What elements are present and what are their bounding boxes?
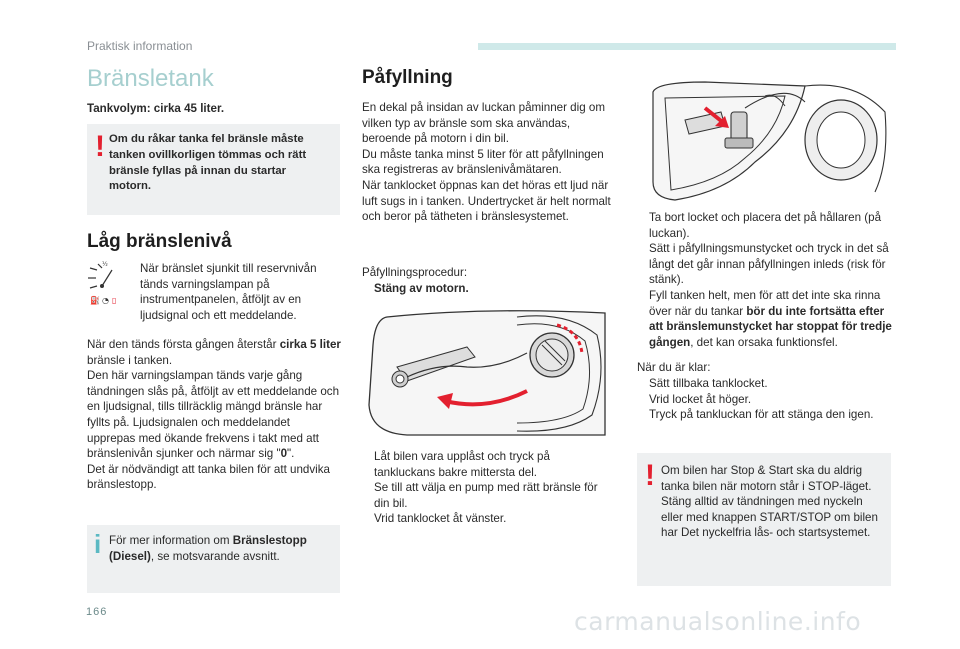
- stop-start-warning-box: ! Om bilen har Stop & Start ska du aldri…: [637, 453, 891, 586]
- warning-box: ! Om du råkar tanka fel bränsle måste ta…: [87, 124, 340, 215]
- svg-text:⛽: ⛽: [90, 295, 100, 305]
- info-text: För mer information om Bränslestopp (Die…: [109, 534, 307, 563]
- warning-text: Om du råkar tanka fel bränsle måste tank…: [109, 133, 307, 193]
- watermark: carmanualsonline.info: [574, 607, 862, 636]
- warning-icon: !: [645, 459, 655, 492]
- info-box: i För mer information om Bränslestopp (D…: [87, 525, 340, 593]
- svg-text:½: ½: [102, 261, 108, 268]
- page-number: 166: [86, 606, 108, 618]
- page-title: Bränsletank: [87, 65, 214, 92]
- list-item: Vrid locket åt höger.: [649, 392, 752, 406]
- refuel-steps: Ta bort locket och placera det på hållar…: [637, 210, 895, 350]
- procedure-stop: Stäng av motorn.: [362, 281, 614, 297]
- warning-icon: !: [95, 130, 105, 163]
- section-label: Praktisk information: [87, 39, 193, 53]
- fuel-gauge-icon: ½ ⛽ ◔ ▯: [88, 261, 116, 305]
- procedure-steps: Låt bilen vara upplåst och tryck på tank…: [362, 449, 614, 527]
- low-level-title: Låg bränslenivå: [87, 231, 232, 252]
- list-item: Vrid tanklocket åt vänster.: [374, 512, 507, 526]
- header-rule: [478, 43, 896, 50]
- fuel-cap-illustration: [652, 81, 887, 201]
- stop-start-warning-text: Om bilen har Stop & Start ska du aldrig …: [661, 464, 878, 540]
- low-level-intro: När bränslet sjunkit till reservnivån tä…: [140, 262, 317, 322]
- list-item: Sätt tillbaka tanklocket.: [649, 377, 768, 390]
- list-item: Fyll tanken helt, men för att det inte s…: [649, 288, 892, 349]
- list-item: Tryck på tankluckan för att stänga den i…: [649, 408, 874, 422]
- procedure-label: Påfyllningsprocedur:: [362, 266, 468, 279]
- list-item: Se till att välja en pump med rätt bräns…: [374, 481, 598, 510]
- low-level-details: När den tänds första gången återstår cir…: [87, 338, 341, 492]
- list-item: Sätt i påfyllningsmunstycket och tryck i…: [649, 242, 889, 287]
- refuel-intro: En dekal på insidan av luckan påminner d…: [362, 101, 611, 224]
- fuel-flap-illustration: [368, 310, 606, 436]
- list-item: Låt bilen vara upplåst och tryck på tank…: [374, 450, 550, 479]
- svg-text:▯: ▯: [112, 296, 116, 305]
- svg-text:◔: ◔: [102, 296, 109, 305]
- tank-volume: Tankvolym: cirka 45 liter.: [87, 102, 225, 115]
- list-item: Stäng av motorn.: [374, 282, 469, 295]
- refuel-title: Påfyllning: [362, 67, 453, 88]
- done-label: När du är klar:: [637, 361, 711, 374]
- list-item: Ta bort locket och placera det på hållar…: [649, 211, 882, 240]
- info-icon: i: [94, 529, 102, 559]
- done-steps: Sätt tillbaka tanklocket. Vrid locket åt…: [637, 376, 895, 423]
